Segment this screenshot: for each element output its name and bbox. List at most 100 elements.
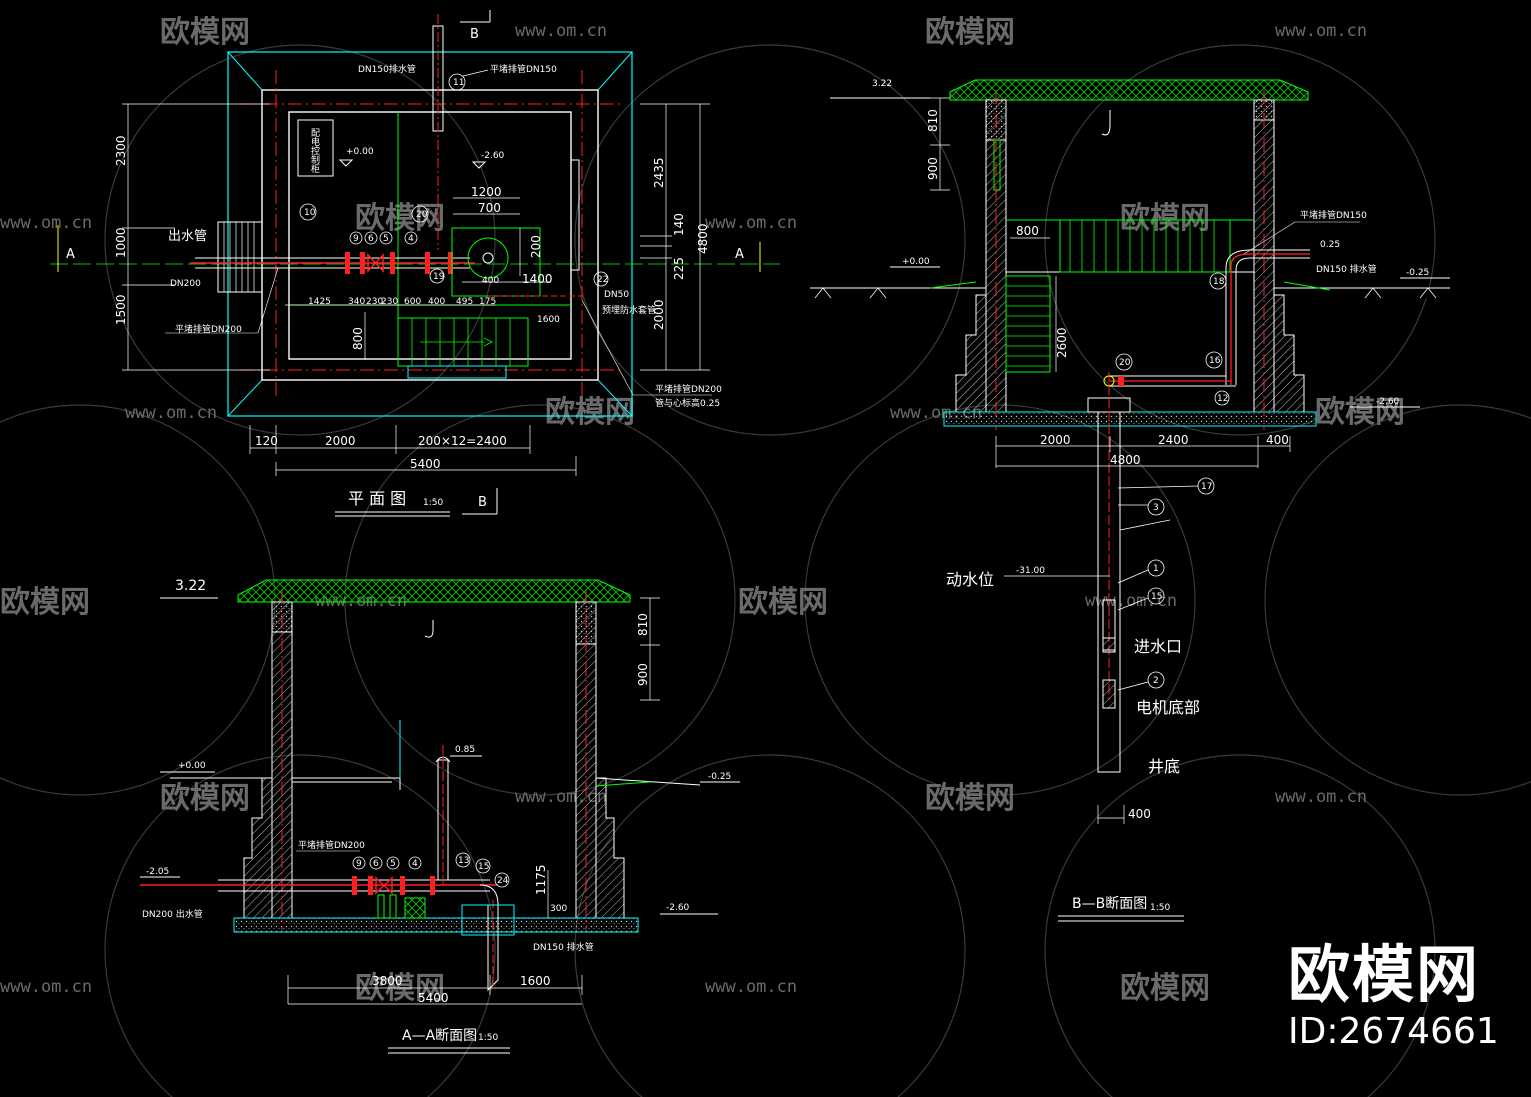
plan-dim-120: 120 (255, 434, 278, 448)
plan-title: 平 面 图 (348, 489, 406, 508)
wm-8: 欧模网 (738, 585, 828, 620)
bb-elev-0: +0.00 (902, 257, 930, 267)
bb-motor: 电机底部 (1136, 698, 1200, 717)
plan-elev-pit: -2.60 (481, 151, 505, 161)
plan-dim-2435: 2435 (652, 157, 666, 188)
callout-aa-13: 13 (458, 856, 469, 866)
callout-bb-2: 2 (1153, 676, 1159, 686)
wm-4: 欧模网 (1120, 201, 1210, 236)
wm-url-4: www.om.cn (705, 213, 797, 233)
plan-section-b-bottom: B (478, 495, 487, 510)
bb-intake: 进水口 (1134, 637, 1182, 656)
wm-url-5: www.om.cn (125, 403, 217, 423)
bb-dim-400: 400 (1266, 433, 1289, 447)
plan-pipe-dim-230a: 230 (366, 297, 383, 307)
plan-dim-225: 225 (672, 257, 686, 280)
aa-dim-900: 900 (636, 663, 650, 686)
watermarks: 欧模网 欧模网 欧模网 欧模网 欧模网 欧模网 欧模网 欧模网 欧模网 欧模网 … (0, 15, 1405, 1006)
plan-dim-1000: 1000 (114, 227, 128, 258)
wm-url-12: www.om.cn (705, 977, 797, 997)
plan-pipe-bottom-right: 平堵排管DN200 (655, 383, 722, 395)
wm-3: 欧模网 (355, 201, 445, 236)
callout-aa-5: 5 (390, 859, 396, 869)
wm-url-2: www.om.cn (1275, 21, 1367, 41)
bb-scale: 1:50 (1150, 903, 1170, 913)
aa-elev-0: +0.00 (178, 761, 206, 771)
aa-elev-m025: -0.25 (708, 772, 731, 782)
wm-url-3: www.om.cn (0, 213, 92, 233)
plan-dn50: DN50 (604, 290, 629, 300)
bb-water-elev: -31.00 (1016, 566, 1045, 576)
aa-dim-1600: 1600 (520, 974, 551, 988)
callout-plan-4: 4 (408, 234, 414, 244)
plan-section-b-top: B (470, 27, 479, 42)
plan-pump-base (451, 227, 541, 297)
callout-aa-15: 15 (478, 862, 489, 872)
plan-pipe-dim-175: 175 (479, 297, 496, 307)
bb-elev-m260: -2.60 (1376, 397, 1400, 407)
aa-dim-5400: 5400 (418, 991, 449, 1005)
plan-pipe-top-b-label: 平堵排管DN150 (490, 63, 557, 75)
plan-dim-400: 400 (482, 276, 499, 286)
plan-dim-1600: 1600 (537, 315, 560, 325)
aa-elev-085: 0.85 (455, 745, 475, 755)
plan-pipe-dim-400: 400 (428, 297, 445, 307)
plan-dim-1500: 1500 (114, 294, 128, 325)
plan-outlet-label: 出水管 (168, 229, 207, 244)
plan-dim-2000: 2000 (652, 299, 666, 330)
plan-dn200: DN200 (170, 279, 201, 289)
callout-aa-24: 24 (497, 876, 509, 886)
plan-dim-1400: 1400 (522, 272, 553, 286)
aa-pipe-label: 平堵排管DN200 (298, 839, 365, 851)
aa-title: A—A断面图 (402, 1028, 477, 1044)
plan-section-a-left: A (66, 247, 75, 262)
plan-dim-800: 800 (351, 327, 365, 350)
section-bb-view: 18 20 16 12 17 3 1 15 2 3.22 +0.00 0.25 … (810, 79, 1450, 922)
aa-elev-m260: -2.60 (666, 903, 690, 913)
brand-name: 欧模网 (1288, 938, 1481, 1011)
aa-elev-top: 3.22 (175, 578, 206, 594)
bb-elev-m025: -0.25 (1406, 268, 1429, 278)
aa-outlet-label: DN200 出水管 (142, 908, 203, 920)
aa-dim-1175: 1175 (534, 864, 548, 895)
plan-dim-2000-b: 2000 (325, 434, 356, 448)
bb-title: B—B断面图 (1072, 896, 1147, 912)
callout-plan-10: 10 (304, 208, 316, 218)
wm-url-8: www.om.cn (1085, 591, 1177, 611)
callout-bb-16: 16 (1209, 356, 1221, 366)
wm-url-11: www.om.cn (0, 977, 92, 997)
callout-plan-9: 9 (353, 234, 359, 244)
wm-2: 欧模网 (925, 15, 1015, 50)
bb-drain-label: DN150 排水管 (1316, 263, 1377, 275)
bb-roof-slab (949, 79, 1309, 101)
callout-plan-19: 19 (433, 272, 445, 282)
callout-plan-22: 22 (597, 275, 608, 285)
wm-9: 欧模网 (160, 781, 250, 816)
section-aa-view: 9 6 5 4 13 15 24 3.22 +0.00 0.85 -0.25 -… (140, 578, 740, 1054)
brand-badge: 欧模网 ID:2674661 (1288, 938, 1499, 1054)
plan-dim-2400: 200×12=2400 (418, 434, 507, 448)
wm-11: 欧模网 (355, 971, 445, 1006)
callout-bb-17: 17 (1201, 482, 1212, 492)
bb-dim-2000: 2000 (1040, 433, 1071, 447)
plan-pipe-dim-340: 340 (348, 297, 365, 307)
wm-7: 欧模网 (0, 585, 90, 620)
bb-dim-4800: 4800 (1110, 453, 1141, 467)
plan-pipe-dim-600: 600 (404, 297, 421, 307)
plan-dim-700: 700 (478, 201, 501, 215)
bb-elev-top: 3.22 (872, 79, 892, 89)
plan-control-panel (297, 119, 334, 177)
callout-plan-5: 5 (383, 234, 389, 244)
plan-elev-0: +0.00 (346, 147, 374, 157)
plan-pipe-dim-1425: 1425 (308, 297, 331, 307)
aa-roof-slab (237, 579, 631, 603)
plan-dim-2300: 2300 (114, 135, 128, 166)
callout-plan-11: 11 (453, 78, 464, 88)
plan-dim-5400: 5400 (410, 457, 441, 471)
callout-aa-9: 9 (356, 859, 362, 869)
callout-bb-12: 12 (1217, 394, 1228, 404)
wm-url-10: www.om.cn (1275, 787, 1367, 807)
callout-bb-1: 1 (1153, 564, 1159, 574)
plan-drain-note: 管与心标高0.25 (655, 397, 720, 409)
